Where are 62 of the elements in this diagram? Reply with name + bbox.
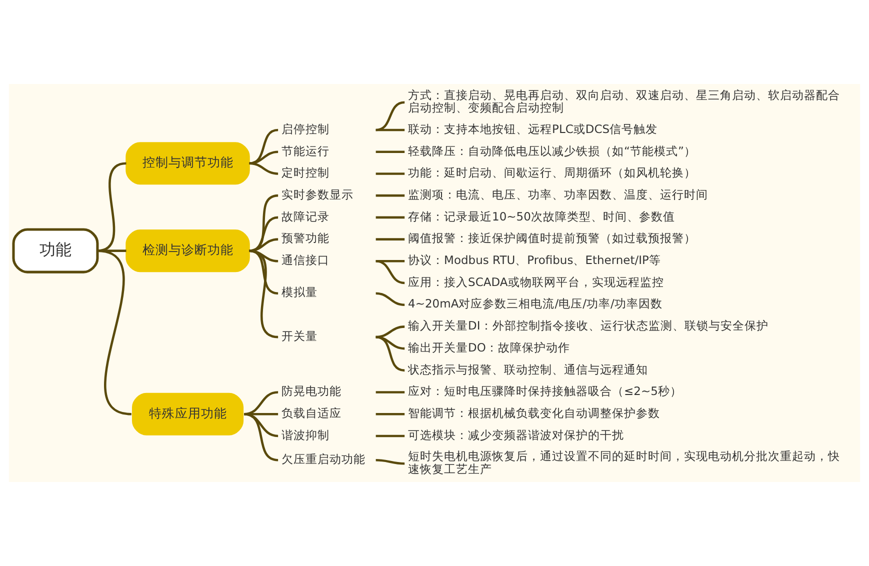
node-box: 控制与调节功能 [126, 142, 250, 185]
node-text: 协议：Modbus RTU、Profibus、Ethernet/IP等 [408, 253, 661, 268]
node-text: 存储：记录最近10~50次故障类型、时间、参数值 [408, 209, 675, 224]
connector [376, 292, 405, 306]
node-text: 开关量 [282, 328, 318, 343]
connector [249, 150, 278, 165]
node-text: 负载自适应 [282, 406, 342, 420]
node-text: 状态指示与报警、联动控制、通信与远程通知 [408, 362, 648, 376]
node-text: 方式：直接启动、晃电再启动、双向启动、双速启动、星三角启动、软启动器配合启动控制、变频配合启动控制 [408, 88, 840, 115]
node-text: 输入开关量DI：外部控制指令接收、运行状态监测、联锁与安全保护 [408, 318, 768, 333]
connector [249, 194, 278, 252]
connector [376, 128, 405, 132]
connector [249, 128, 278, 164]
node-text: 欠压重启动功能 [282, 452, 366, 466]
node-text: 应对：短时电压骤降时保持接触器吸合（≤2~5秒） [408, 384, 682, 398]
node-text: 模拟量 [282, 285, 318, 300]
node-text: 定时控制 [282, 166, 330, 180]
node-box: 功能 [12, 228, 99, 274]
node-text: 智能调节：根据机械负载变化自动调整保护参数 [408, 406, 660, 420]
connector [376, 412, 405, 416]
connector [249, 162, 278, 175]
node-text: 通信接口 [282, 253, 330, 268]
node-text: 预警功能 [282, 231, 330, 246]
node-text: 轻载降压：自动降低电压以减少铁损（如“节能模式”） [408, 144, 696, 158]
connector [376, 326, 405, 338]
node-text: 节能运行 [282, 144, 330, 158]
node-text: 故障记录 [282, 209, 330, 224]
connector [376, 238, 405, 240]
connector [376, 216, 405, 219]
connector [376, 172, 405, 175]
node-text: 监测项：电流、电压、功率、功率因数、温度、运行时间 [408, 187, 708, 202]
connector [376, 459, 405, 465]
connector [376, 260, 405, 262]
connector [376, 150, 405, 154]
connector [376, 336, 405, 372]
node-text: 阈值报警：接近保护阈值时提前预警（如过载预报警） [408, 231, 696, 246]
connector [97, 162, 126, 252]
node-text: 联动：支持本地按钮、远程PLC或DCS信号触发 [408, 122, 658, 136]
connector [376, 434, 405, 438]
connector [376, 101, 405, 132]
connector [249, 250, 278, 338]
node-text: 防晃电功能 [282, 384, 342, 398]
node-text: 短时失电机电源恢复后，通过设置不同的延时时间，实现电动机分批次重起动，快速恢复工艺生产 [408, 449, 840, 476]
node-text: 4~20mA对应参数三相电流/电压/功率/功率因数 [408, 296, 662, 311]
node-text: 谐波抑制 [282, 428, 330, 442]
connector [97, 250, 126, 252]
node-text: 功能：延时启动、间歇运行、周期循环（如风机轮换） [408, 166, 696, 180]
connector [376, 391, 405, 394]
connector [244, 391, 278, 416]
connector [376, 260, 405, 284]
connector [249, 216, 278, 252]
node-text: 实时参数显示 [282, 187, 354, 202]
node-text: 启停控制 [282, 122, 330, 136]
node-text: 应用：接入SCADA或物联网平台，实现远程监控 [408, 274, 664, 289]
node-text: 输出开关量DO：故障保护动作 [408, 340, 570, 354]
node-text: 可选模块：减少变频器谐波对保护的干扰 [408, 428, 624, 442]
connector [97, 250, 132, 416]
connector [249, 238, 278, 252]
node-box: 特殊应用功能 [132, 392, 244, 436]
node-box: 检测与诊断功能 [126, 230, 250, 272]
connector [376, 194, 405, 197]
connector [249, 250, 278, 294]
